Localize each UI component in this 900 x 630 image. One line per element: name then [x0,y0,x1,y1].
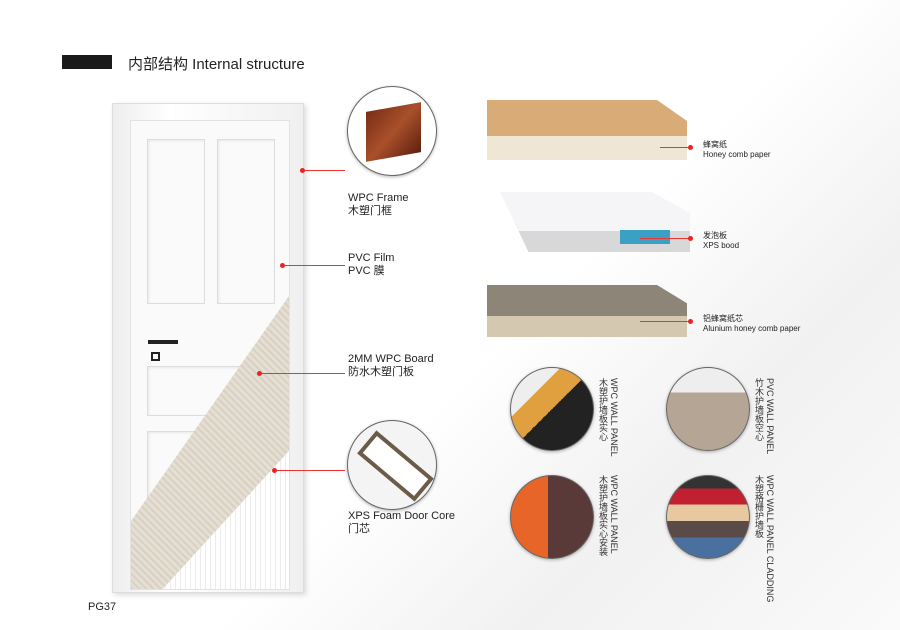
page-title: 内部结构 Internal structure [128,56,305,73]
pointer-dot [688,236,693,241]
wpc-solid-panel-image [510,367,594,451]
wpc-panel-install-image [510,475,594,559]
pointer-line [275,470,345,471]
pointer-line [640,238,690,239]
xps-board-image [500,192,690,252]
pointer-dot [257,371,262,376]
door-lock [151,352,160,361]
door-handle [148,340,178,344]
pointer-dot [688,145,693,150]
door-leaf [130,120,290,590]
pointer-line [640,321,690,322]
pointer-dot [688,319,693,324]
wpc-frame-image [347,86,437,176]
pointer-line [303,170,345,171]
aluminium-honeycomb-board-image [487,285,687,337]
wpc-cladding-image [666,475,750,559]
pointer-dot [280,263,285,268]
pointer-dot [300,168,305,173]
pointer-line [260,373,345,374]
xps-core-image [347,420,437,510]
pvc-hollow-panel-image [666,367,750,451]
pointer-dot [272,468,277,473]
page-number: PG37 [88,601,117,613]
honeycomb-board-image [487,100,687,160]
pointer-line [660,147,690,148]
title-bar-decoration [62,55,112,69]
pointer-line [283,265,345,266]
